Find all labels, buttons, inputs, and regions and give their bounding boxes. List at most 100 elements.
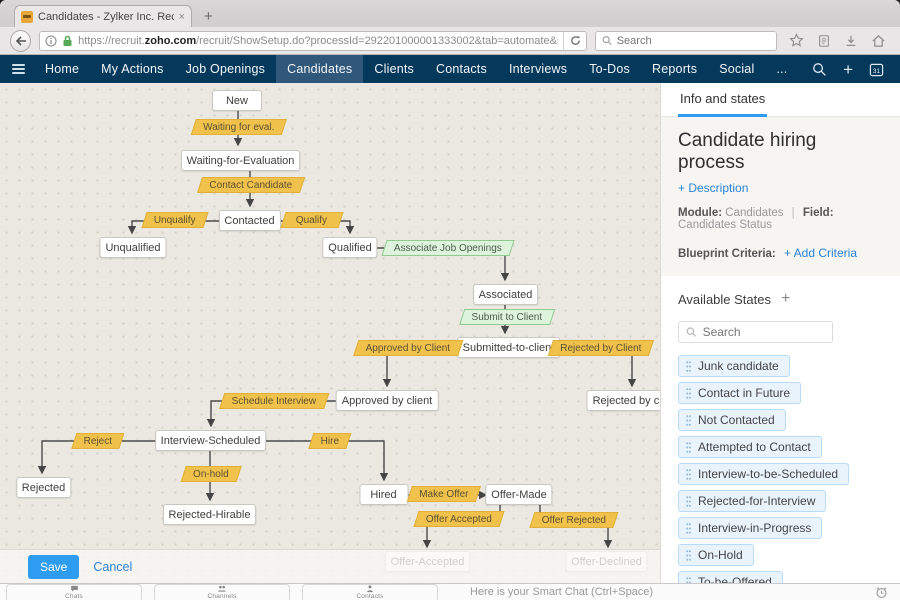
state-chip[interactable]: Junk candidate bbox=[678, 355, 790, 377]
state-chip[interactable]: Interview-in-Progress bbox=[678, 517, 823, 539]
flow-transition-label[interactable]: Offer Accepted bbox=[412, 511, 505, 527]
connector bbox=[257, 440, 389, 482]
flow-transition-label[interactable]: Hire bbox=[308, 433, 352, 449]
drag-handle-icon bbox=[686, 576, 691, 583]
flow-transition-label[interactable]: Rejected by Client bbox=[547, 340, 655, 356]
flow-state-node[interactable]: Qualified bbox=[322, 237, 378, 258]
add-description-link[interactable]: + Description bbox=[678, 181, 749, 195]
calendar-icon[interactable]: 31 bbox=[869, 62, 884, 77]
site-info-icon[interactable] bbox=[45, 34, 57, 47]
search-icon bbox=[602, 36, 612, 46]
add-criteria-link[interactable]: + Add Criteria bbox=[783, 246, 858, 260]
flow-state-node[interactable]: Offer-Made bbox=[485, 484, 553, 505]
state-chip[interactable]: Rejected-for-Interview bbox=[678, 490, 827, 512]
new-tab-button[interactable]: + bbox=[204, 8, 213, 25]
flow-transition-label[interactable]: Associate Job Openings bbox=[381, 240, 515, 256]
nav-item-candidates[interactable]: Candidates bbox=[276, 55, 364, 83]
flow-transition-label[interactable]: Contact Candidate bbox=[196, 177, 306, 193]
dock-tab-label: Contacts bbox=[356, 592, 384, 600]
state-chip[interactable]: Not Contacted bbox=[678, 409, 786, 431]
flow-state-node[interactable]: Rejected-Hirable bbox=[162, 504, 257, 525]
states-search-input[interactable] bbox=[702, 325, 825, 339]
add-state-button[interactable]: + bbox=[781, 290, 791, 307]
browser-actions bbox=[785, 33, 890, 48]
nav-item-interviews[interactable]: Interviews bbox=[508, 62, 568, 76]
available-states-section: Available States + Junk candidateContact… bbox=[661, 276, 900, 583]
flow-connectors bbox=[37, 111, 637, 549]
flow-transition-label[interactable]: Qualify bbox=[280, 212, 344, 228]
state-chip[interactable]: To-be-Offered bbox=[678, 571, 783, 583]
nav-item-to-dos[interactable]: To-Dos bbox=[589, 62, 631, 76]
state-chip[interactable]: Interview-to-be-Scheduled bbox=[678, 463, 850, 485]
zoho-recruit-favicon bbox=[21, 10, 33, 23]
dock-tab-contacts[interactable]: Contacts bbox=[302, 584, 438, 600]
browser-search-input[interactable] bbox=[616, 34, 770, 47]
drag-handle-icon bbox=[686, 495, 691, 507]
flow-state-node[interactable]: Rejected bbox=[15, 477, 72, 498]
flow-state-node[interactable]: Rejected by client bbox=[586, 390, 660, 411]
bookmarks-list-icon[interactable] bbox=[817, 34, 831, 48]
nav-items: Home My Actions Job Openings Candidates Clie… bbox=[34, 55, 798, 83]
flow-state-node[interactable]: Associated bbox=[472, 284, 539, 305]
nav-item-[interactable]: ... bbox=[776, 62, 788, 76]
flow-state-node[interactable]: Contacted bbox=[218, 210, 281, 231]
person-icon bbox=[367, 585, 373, 593]
flow-transition-label[interactable]: Unqualify bbox=[141, 212, 209, 228]
global-search-icon[interactable] bbox=[812, 62, 827, 77]
dock-tab-channels[interactable]: Channels bbox=[154, 584, 290, 600]
info-panel: Info and states Candidate hiring process… bbox=[660, 83, 900, 583]
navbar-right-actions: + 31 bbox=[812, 55, 900, 83]
flow-state-node[interactable]: Submitted-to-client bbox=[456, 337, 561, 358]
flow-transition-label[interactable]: Waiting for eval. bbox=[190, 119, 288, 135]
back-button[interactable] bbox=[10, 29, 32, 52]
flow-state-node[interactable]: Hired bbox=[359, 484, 408, 505]
dock-tab-chats[interactable]: Chats bbox=[6, 584, 142, 600]
svg-text:31: 31 bbox=[873, 67, 881, 74]
url-field[interactable]: https://recruit.zoho.com/recruit/ShowSet… bbox=[39, 30, 587, 51]
flow-state-node[interactable]: Unqualified bbox=[99, 237, 167, 258]
state-chip[interactable]: Contact in Future bbox=[678, 382, 802, 404]
home-icon[interactable] bbox=[871, 34, 886, 48]
flow-transition-label[interactable]: Approved by Client bbox=[353, 340, 463, 356]
nav-item-reports[interactable]: Reports bbox=[652, 62, 698, 76]
flow-transition-label[interactable]: Offer Rejected bbox=[528, 512, 619, 528]
flow-transition-label[interactable]: Schedule Interview bbox=[218, 393, 329, 409]
state-chip[interactable]: On-Hold bbox=[678, 544, 754, 566]
https-lock-icon[interactable] bbox=[62, 35, 73, 47]
drag-handle-icon bbox=[686, 441, 691, 453]
flow-state-node[interactable]: Interview-Scheduled bbox=[154, 430, 267, 451]
flow-transition-label[interactable]: On-hold bbox=[180, 466, 241, 482]
nav-item-clients[interactable]: Clients bbox=[374, 62, 414, 76]
reminder-clock-icon[interactable] bbox=[875, 584, 900, 600]
nav-item-home[interactable]: Home bbox=[45, 62, 80, 76]
flow-transition-label[interactable]: Make Offer bbox=[406, 486, 481, 502]
smart-chat-hint: Here is your Smart Chat (Ctrl+Space) bbox=[470, 586, 654, 598]
blueprint-criteria-line: Blueprint Criteria: + Add Criteria bbox=[678, 246, 858, 260]
reload-button[interactable] bbox=[562, 31, 581, 50]
state-chip[interactable]: Attempted to Contact bbox=[678, 436, 822, 458]
quick-create-icon[interactable]: + bbox=[843, 59, 853, 79]
save-button[interactable]: Save bbox=[28, 554, 80, 579]
nav-item-my-actions[interactable]: My Actions bbox=[101, 62, 164, 76]
states-search[interactable] bbox=[678, 321, 833, 343]
nav-item-job-openings[interactable]: Job Openings bbox=[185, 62, 266, 76]
nav-item-contacts[interactable]: Contacts bbox=[436, 62, 487, 76]
nav-item-social[interactable]: Social bbox=[719, 62, 755, 76]
browser-tab[interactable]: Candidates - Zylker Inc. Recr × bbox=[14, 5, 192, 27]
tab-close-icon[interactable]: × bbox=[178, 10, 185, 23]
browser-search-field[interactable] bbox=[594, 30, 777, 51]
cancel-button[interactable]: Cancel bbox=[93, 559, 133, 574]
flow-transition-label[interactable]: Submit to Client bbox=[459, 309, 555, 325]
people-icon bbox=[218, 585, 226, 592]
flow-transition-label[interactable]: Reject bbox=[70, 433, 125, 449]
tab-info-and-states[interactable]: Info and states bbox=[678, 83, 768, 117]
flow-state-node[interactable]: Approved by client bbox=[335, 390, 439, 411]
flow-state-node[interactable]: Waiting-for-Evaluation bbox=[180, 150, 301, 171]
chat-bubble-icon bbox=[70, 585, 78, 592]
bookmark-star-icon[interactable] bbox=[789, 33, 804, 48]
hamburger-menu-icon[interactable] bbox=[0, 55, 34, 83]
downloads-icon[interactable] bbox=[844, 34, 858, 48]
flow-state-node[interactable]: New bbox=[212, 90, 262, 111]
tab-title: Candidates - Zylker Inc. Recr bbox=[38, 10, 174, 23]
